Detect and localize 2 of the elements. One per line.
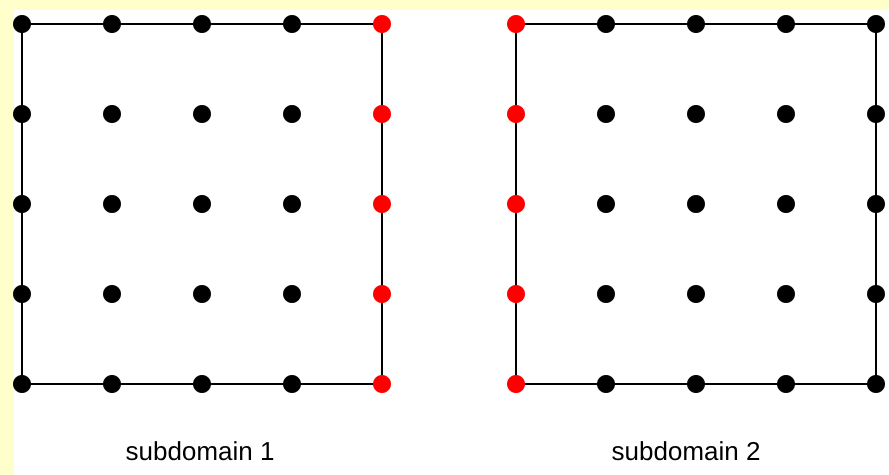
subdomain-label: subdomain 2: [610, 436, 762, 467]
subdomain-label: subdomain 1: [124, 436, 276, 467]
